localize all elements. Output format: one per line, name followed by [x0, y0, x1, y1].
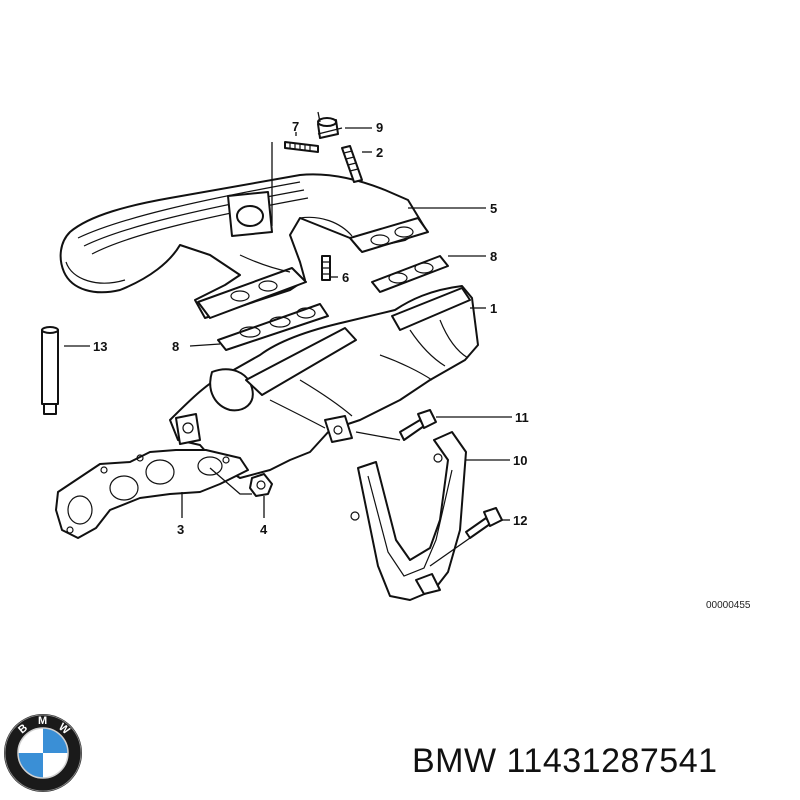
part-number: 11431287541: [506, 742, 718, 780]
callout-5: 5: [490, 201, 497, 216]
part-sleeve-13: [41, 326, 59, 415]
callout-labels: 7 9 2 5 8 6 1 13 8 11 10 12 3 4 00000455: [93, 119, 751, 611]
part-exhaust-manifold: [169, 285, 479, 479]
callout-3: 3: [177, 522, 184, 537]
part-bolt-11: [399, 409, 437, 441]
part-intake-manifold: [59, 173, 429, 319]
callout-10: 10: [513, 453, 527, 468]
part-stud-2: [341, 145, 363, 183]
callout-2: 2: [376, 145, 383, 160]
callout-13: 13: [93, 339, 107, 354]
logo-letter-m: M: [38, 715, 47, 727]
part-gasket-3: [55, 449, 249, 539]
part-bolt-12: [465, 507, 503, 539]
part-nut-9: [317, 117, 339, 139]
callout-7: 7: [292, 119, 299, 134]
diagram-reference-code: 00000455: [706, 600, 751, 611]
callout-1: 1: [490, 301, 497, 316]
leader-lines: [64, 111, 512, 567]
part-bracket-10: [350, 431, 467, 601]
callout-12: 12: [513, 513, 527, 528]
part-stud-7: [284, 141, 319, 153]
callout-9: 9: [376, 120, 383, 135]
bmw-logo: B M W: [4, 714, 82, 792]
callout-11: 11: [515, 410, 529, 425]
part-nut-4: [249, 473, 273, 497]
part-gasket-8-upper: [371, 255, 449, 293]
callout-6: 6: [342, 270, 349, 285]
callout-8-lower: 8: [172, 339, 179, 354]
callout-4: 4: [260, 522, 268, 537]
callout-8-upper: 8: [490, 249, 497, 264]
part-stud-6: [321, 255, 331, 281]
brand-name: BMW: [412, 742, 497, 780]
brand-part-number: BMW 11431287541: [412, 742, 718, 781]
part-gasket-8-lower: [217, 303, 329, 351]
